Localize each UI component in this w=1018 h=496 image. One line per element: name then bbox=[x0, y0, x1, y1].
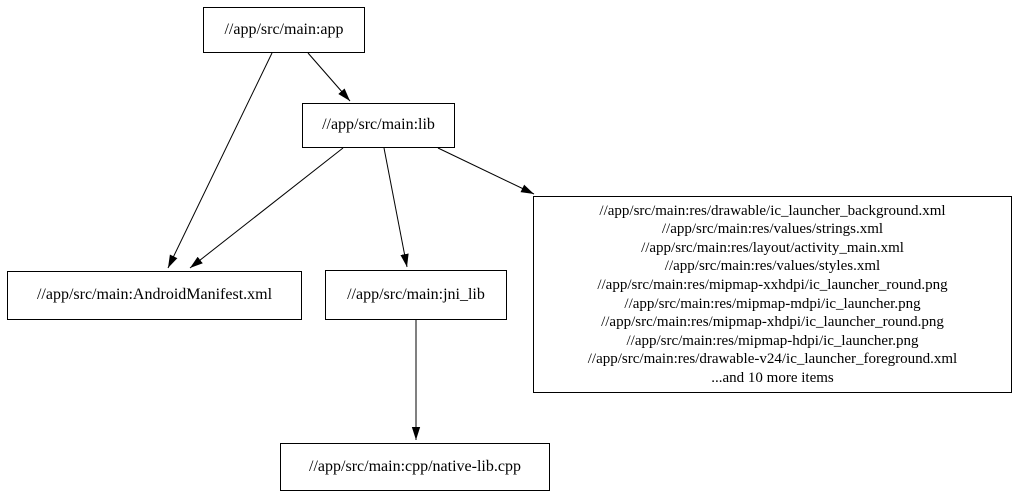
resource-line: //app/src/main:res/drawable/ic_launcher_… bbox=[599, 202, 946, 219]
resource-line: //app/src/main:res/values/strings.xml bbox=[661, 221, 884, 238]
edge-app-to-lib bbox=[307, 52, 351, 102]
resource-line: //app/src/main:res/drawable-v24/ic_launc… bbox=[587, 351, 958, 368]
edge-app-to-android-manifest bbox=[167, 52, 273, 269]
node-android-manifest-label: //app/src/main:AndroidManifest.xml bbox=[36, 286, 273, 304]
edge-lib-to-resources bbox=[437, 147, 535, 195]
resource-line: //app/src/main:res/mipmap-xxhdpi/ic_laun… bbox=[597, 276, 948, 293]
resource-line: //app/src/main:res/mipmap-hdpi/ic_launch… bbox=[626, 332, 919, 349]
node-lib-label: //app/src/main:lib bbox=[322, 116, 435, 134]
edge-lib-to-jni-lib bbox=[383, 147, 409, 268]
node-jni-lib-label: //app/src/main:jni_lib bbox=[347, 285, 485, 303]
resource-line: //app/src/main:res/layout/activity_main.… bbox=[641, 239, 904, 256]
edge-lib-to-android-manifest bbox=[189, 147, 344, 269]
node-jni-lib: //app/src/main:jni_lib bbox=[325, 270, 507, 320]
node-app: //app/src/main:app bbox=[203, 7, 365, 53]
node-native-lib-cpp-label: //app/src/main:cpp/native-lib.cpp bbox=[309, 457, 521, 475]
resource-line: //app/src/main:res/mipmap-mdpi/ic_launch… bbox=[624, 295, 921, 312]
node-lib: //app/src/main:lib bbox=[302, 103, 455, 148]
node-android-manifest: //app/src/main:AndroidManifest.xml bbox=[7, 271, 302, 320]
node-resources-group: //app/src/main:res/drawable/ic_launcher_… bbox=[533, 196, 1012, 393]
node-app-label: //app/src/main:app bbox=[224, 20, 344, 38]
resource-line: //app/src/main:res/values/styles.xml bbox=[664, 258, 881, 275]
resource-line: //app/src/main:res/mipmap-xhdpi/ic_launc… bbox=[601, 314, 944, 331]
resource-more-items: ...and 10 more items bbox=[711, 369, 834, 386]
node-native-lib-cpp: //app/src/main:cpp/native-lib.cpp bbox=[280, 443, 550, 491]
